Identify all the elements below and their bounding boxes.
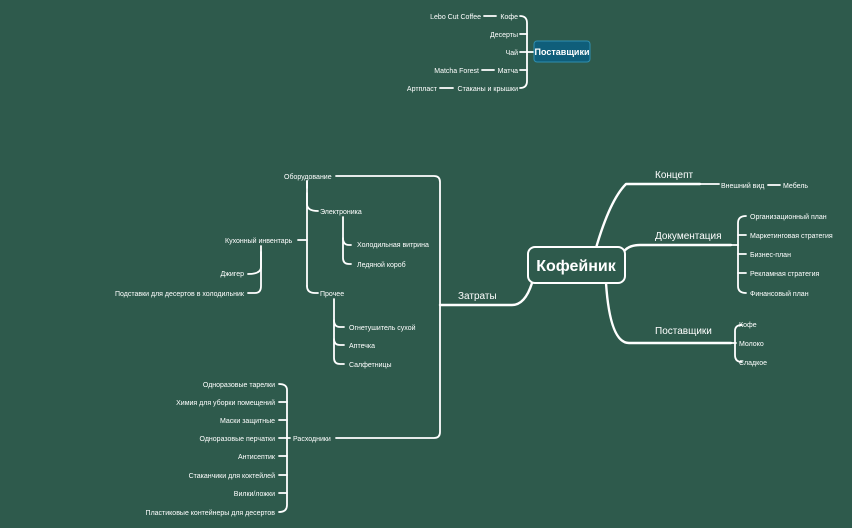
supplier-item-tea[interactable]: Чай [506,49,519,57]
kitchen-jigger[interactable]: Джигер [220,271,244,278]
supplier-coffee[interactable]: Кофе [739,322,757,329]
consumable-plates[interactable]: Одноразовые тарелки [203,382,275,389]
supplier-item-matcha[interactable]: Матча [498,68,519,75]
kitchen-dessert-stands[interactable]: Подставки для десертов в холодильник [115,291,245,298]
consumable-cocktail-cups[interactable]: Стаканчики для коктейлей [189,472,276,480]
root-title: Кофейник [536,258,617,275]
consumables-connectors [278,383,291,513]
suppliers-detail-connectors [439,15,535,89]
consumable-dessert-containers[interactable]: Пластиковые контейнеры для десертов [146,509,276,517]
consumable-cleaning-chemicals[interactable]: Химия для уборки помещений [176,399,275,407]
other-connectors [333,298,345,365]
other-first-aid[interactable]: Аптечка [349,343,375,350]
kitchen-connectors [247,245,262,294]
consumable-masks[interactable]: Маски защитные [220,418,275,425]
root-node[interactable] [527,246,626,284]
documentation-connectors [730,215,747,294]
doc-ad-strategy[interactable]: Рекламная стратегия [750,271,820,278]
doc-business-plan[interactable]: Бизнес-план [750,252,791,259]
consumable-cutlery[interactable]: Вилки/ложки [234,491,275,498]
vendor-artplast[interactable]: Артпласт [407,86,438,93]
supplier-item-desserts[interactable]: Десерты [490,32,518,39]
consumable-gloves[interactable]: Одноразовые перчатки [200,436,276,443]
electronics-fridge-display[interactable]: Холодильная витрина [357,242,429,249]
doc-org-plan[interactable]: Организационный план [750,213,827,221]
doc-financial-plan[interactable]: Финансовый план [750,290,809,298]
supplier-item-coffee[interactable]: Кофе [500,14,518,21]
costs-consumables[interactable]: Расходники [293,436,331,443]
suppliers-connectors [730,324,743,363]
doc-marketing-strategy[interactable]: Маркетинговая стратегия [750,233,833,240]
supplier-sweets[interactable]: Сладкое [739,360,767,367]
supplier-milk[interactable]: Молоко [739,341,764,348]
electronics-connectors [342,216,352,265]
concept-furniture[interactable]: Мебель [783,182,808,190]
branch-costs[interactable]: Затраты [458,291,497,302]
costs-connectors [335,175,441,439]
equipment-electronics[interactable]: Электроника [320,209,362,216]
branch-concept[interactable]: Концепт [655,170,694,181]
supplier-item-cups[interactable]: Стаканы и крышки [458,86,519,93]
suppliers-detail-title: Поставщики [535,47,590,57]
consumable-antiseptic[interactable]: Антисептик [238,454,276,461]
other-napkin-holders[interactable]: Салфетницы [349,362,392,369]
equipment-kitchen[interactable]: Кухонный инвентарь [225,237,293,245]
costs-equipment[interactable]: Оборудование [284,173,332,181]
equipment-other[interactable]: Прочее [320,291,344,298]
suppliers-detail-title-box[interactable] [533,40,591,63]
equipment-connectors [297,180,319,294]
other-fire-extinguisher[interactable]: Огнетушитель сухой [349,324,416,332]
vendor-lebo-cut-coffee[interactable]: Lebo Cut Coffee [430,14,481,21]
vendor-matcha-forest[interactable]: Matcha Forest [434,68,479,75]
concept-appearance[interactable]: Внешний вид [721,182,764,190]
branch-suppliers[interactable]: Поставщики [655,326,712,337]
branch-documentation[interactable]: Документация [655,231,722,242]
electronics-ice-box[interactable]: Ледяной короб [357,261,406,269]
